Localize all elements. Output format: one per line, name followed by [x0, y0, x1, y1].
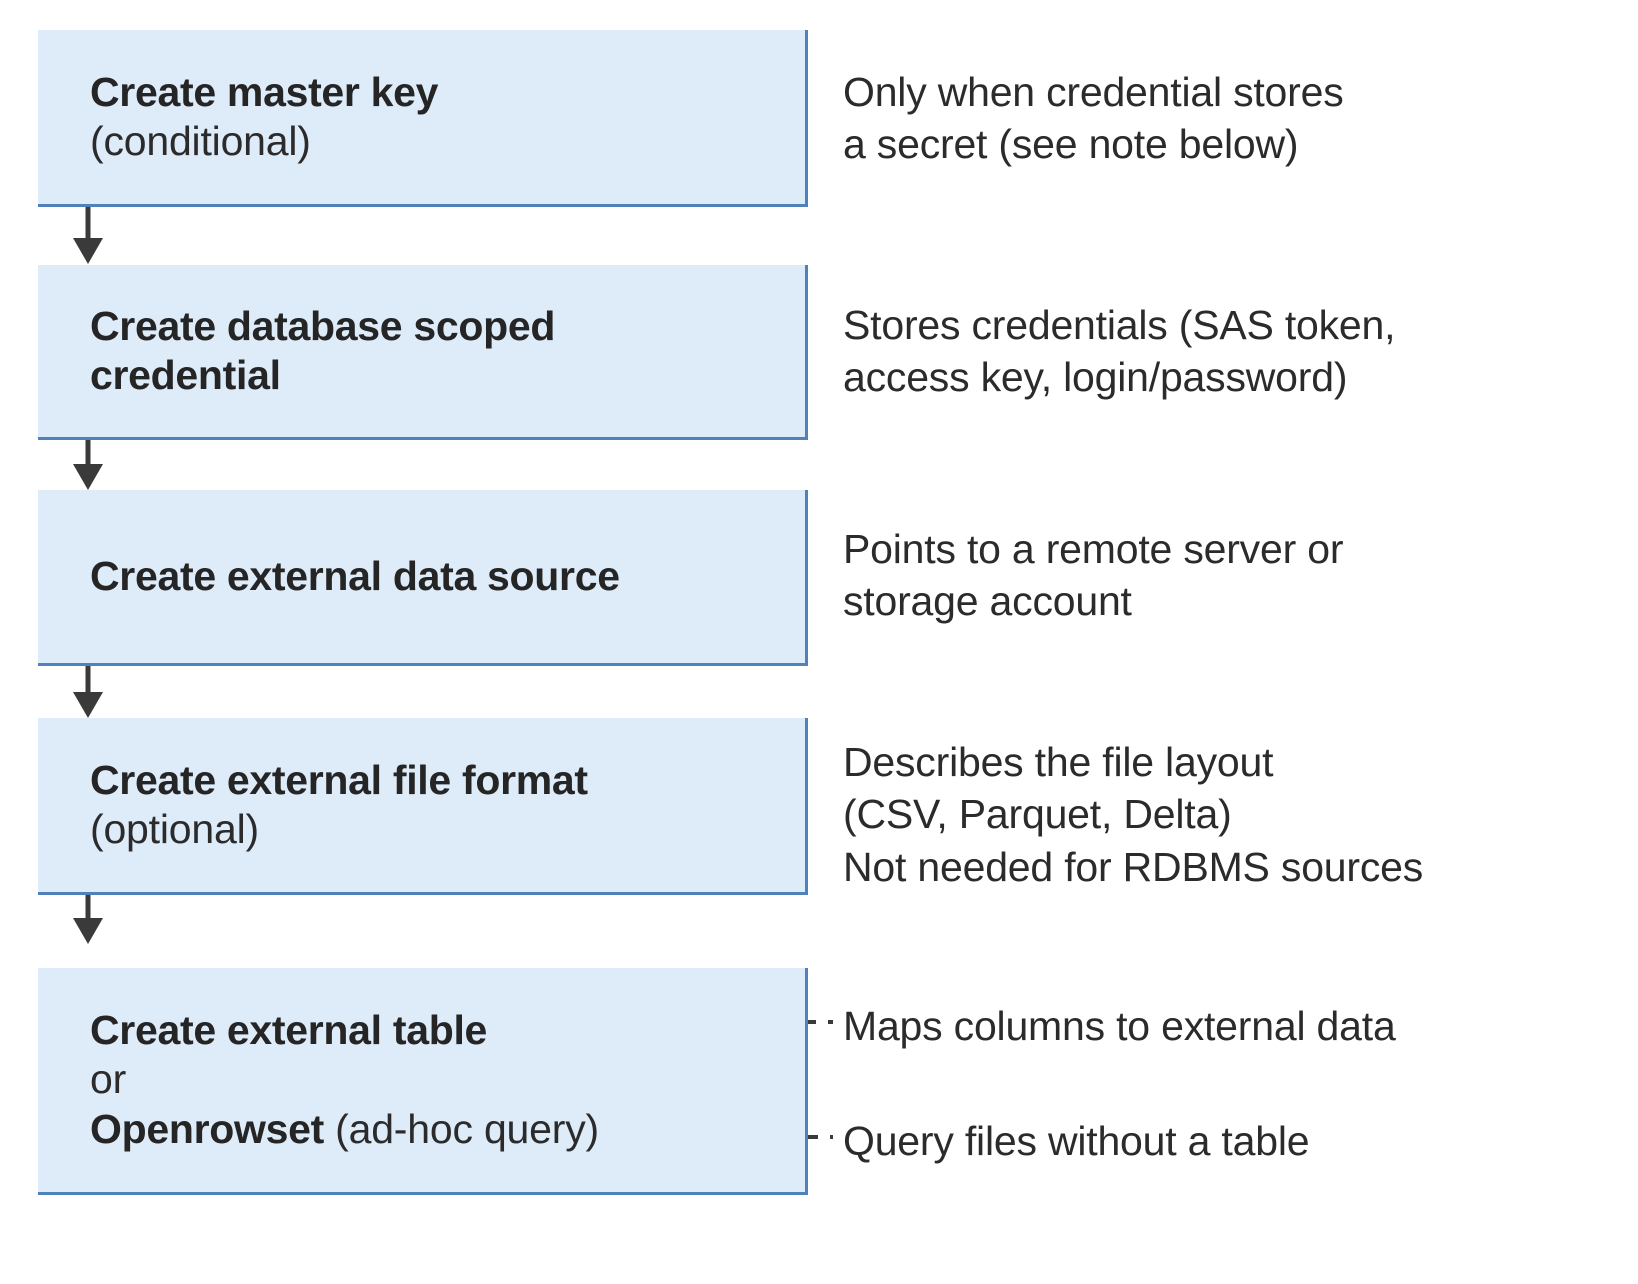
note-create-external-file-format: Describes the file layout (CSV, Parquet,…: [843, 736, 1423, 893]
step-label-bold-2: credential: [90, 352, 281, 398]
step-label-group: Create master key (conditional): [38, 68, 805, 166]
step-label-bold: Create database scoped: [90, 302, 556, 349]
step-label-bold: Create external file format: [90, 756, 588, 803]
note-create-external-table: Maps columns to external data: [843, 1000, 1396, 1052]
note-line: (CSV, Parquet, Delta): [843, 791, 1232, 838]
step-label-adhoc: (ad-hoc query): [335, 1105, 599, 1152]
arrow-step1-to-step2: [73, 207, 103, 264]
step-label-plain-2: [324, 1106, 335, 1152]
note-line: Points to a remote server or: [843, 526, 1344, 572]
note-line: Describes the file layout: [843, 739, 1274, 785]
note-create-database-scoped-credential: Stores credentials (SAS token, access ke…: [843, 299, 1396, 404]
step-label-group: Create external file format (optional): [38, 756, 805, 854]
step-box-create-external-data-source[interactable]: Create external data source: [38, 490, 808, 666]
step-label-group: Create external table or Openrowset (ad-…: [38, 1006, 805, 1154]
step-label-group: Create external data source: [38, 552, 805, 601]
note-create-external-data-source: Points to a remote server or storage acc…: [843, 523, 1343, 628]
note-line: Query files without a table: [843, 1118, 1310, 1164]
note-line: Not needed for RDBMS sources: [843, 843, 1424, 890]
note-line: storage account: [843, 578, 1132, 625]
step-label-bold: Create master key: [90, 68, 439, 115]
step-label-bold-2: Openrowset: [90, 1105, 324, 1152]
step-label-bold: Create external data source: [90, 552, 620, 599]
step-label-openrowset-line: Openrowset (ad-hoc query): [90, 1105, 791, 1154]
note-create-master-key: Only when credential stores a secret (se…: [843, 66, 1344, 171]
arrow-step2-to-step3: [73, 440, 103, 490]
step-label-bold: Create external table: [90, 1007, 488, 1054]
note-openrowset: Query files without a table: [843, 1115, 1310, 1167]
step-box-create-master-key[interactable]: Create master key (conditional): [38, 30, 808, 207]
step-label-plain: (optional): [90, 806, 259, 852]
step-box-create-database-scoped-credential[interactable]: Create database scoped credential: [38, 265, 808, 440]
note-line: access key, login/password): [843, 354, 1348, 401]
step-label-plain: (conditional): [90, 118, 311, 164]
step-box-create-external-file-format[interactable]: Create external file format (optional): [38, 718, 808, 895]
step-label-group: Create database scoped credential: [38, 302, 805, 400]
note-line: Stores credentials (SAS token,: [843, 302, 1396, 348]
arrow-step3-to-step4: [73, 666, 103, 718]
arrow-step4-to-step5: [73, 895, 103, 944]
note-line: Only when credential stores: [843, 69, 1344, 115]
note-line: Maps columns to external data: [843, 1003, 1396, 1049]
note-line: a secret (see note below): [843, 121, 1299, 168]
step-label-or: or: [90, 1056, 127, 1103]
step-box-create-external-table-or-openrowset[interactable]: Create external table or Openrowset (ad-…: [38, 968, 808, 1195]
